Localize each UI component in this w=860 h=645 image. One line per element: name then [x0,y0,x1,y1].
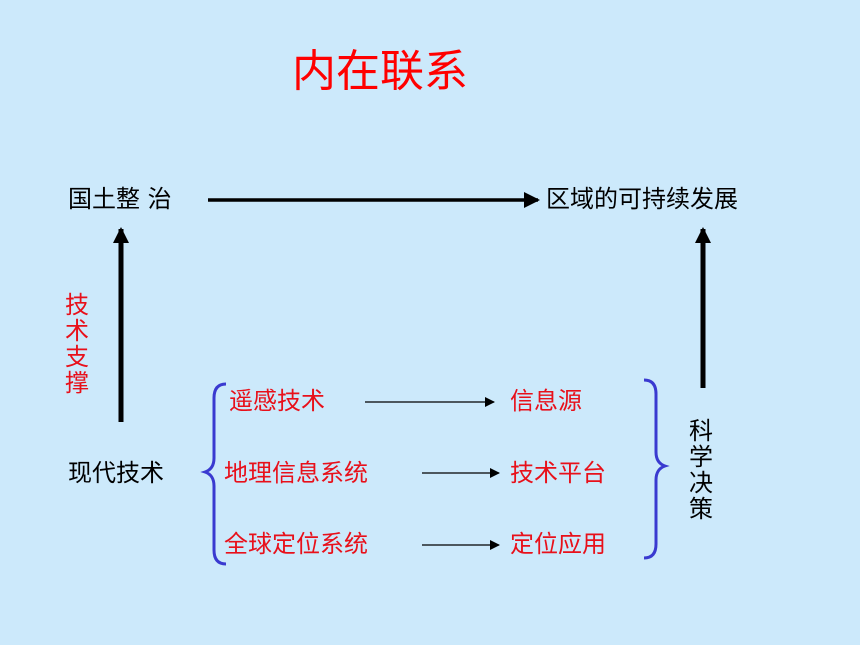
slide-title: 内在联系 [292,46,468,97]
tech-support-label: 技术支撑 [65,291,89,397]
left-brace [200,382,227,566]
information-source-label: 信息源 [510,387,582,415]
scientific-decision-label: 科学决策 [689,417,713,523]
modern-tech-label: 现代技术 [68,459,164,487]
gps-label: 全球定位系统 [224,530,368,558]
land-governance-label: 国土整 治 [68,185,172,213]
right-brace [643,378,670,560]
remote-sensing-label: 遥感技术 [229,387,325,415]
gis-label: 地理信息系统 [224,459,368,487]
positioning-application-label: 定位应用 [510,530,606,558]
tech-platform-label: 技术平台 [510,459,606,487]
sustainable-development-label: 区域的可持续发展 [546,185,738,213]
